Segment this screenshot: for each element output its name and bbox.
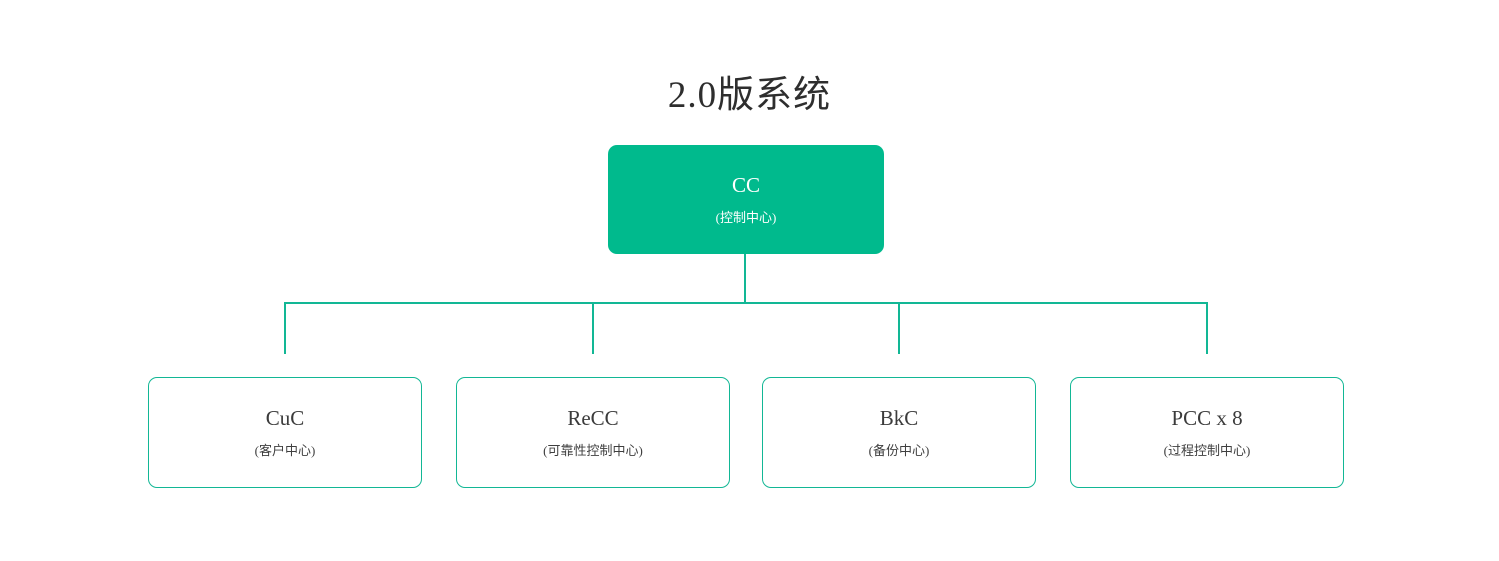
connector-stub-pcc [1206, 303, 1208, 354]
node-pcc-label: PCC x 8 [1171, 406, 1243, 430]
node-pcc[interactable]: PCC x 8 (过程控制中心) [1070, 377, 1344, 488]
connector-stub-recc [592, 303, 594, 354]
node-bkc[interactable]: BkC (备份中心) [762, 377, 1036, 488]
node-cuc-sublabel: (客户中心) [254, 443, 316, 458]
node-recc[interactable]: ReCC (可靠性控制中心) [456, 377, 730, 488]
connector-stub-cuc [284, 303, 286, 354]
diagram-title: 2.0版系统 [667, 75, 832, 116]
node-cc-sublabel: (控制中心) [715, 210, 777, 225]
node-bkc-sublabel: (备份中心) [868, 443, 930, 458]
node-cc-label: CC [731, 173, 760, 197]
node-cuc[interactable]: CuC (客户中心) [148, 377, 422, 488]
node-recc-sublabel: (可靠性控制中心) [543, 443, 643, 458]
node-cc[interactable]: CC (控制中心) [608, 145, 884, 254]
connector-root-stem [744, 254, 746, 303]
connector-horizontal-bus [284, 302, 1208, 304]
node-cuc-label: CuC [265, 406, 305, 430]
node-recc-label: ReCC [567, 406, 619, 430]
node-pcc-sublabel: (过程控制中心) [1163, 443, 1251, 458]
connector-stub-bkc [898, 303, 900, 354]
node-bkc-label: BkC [879, 406, 919, 430]
